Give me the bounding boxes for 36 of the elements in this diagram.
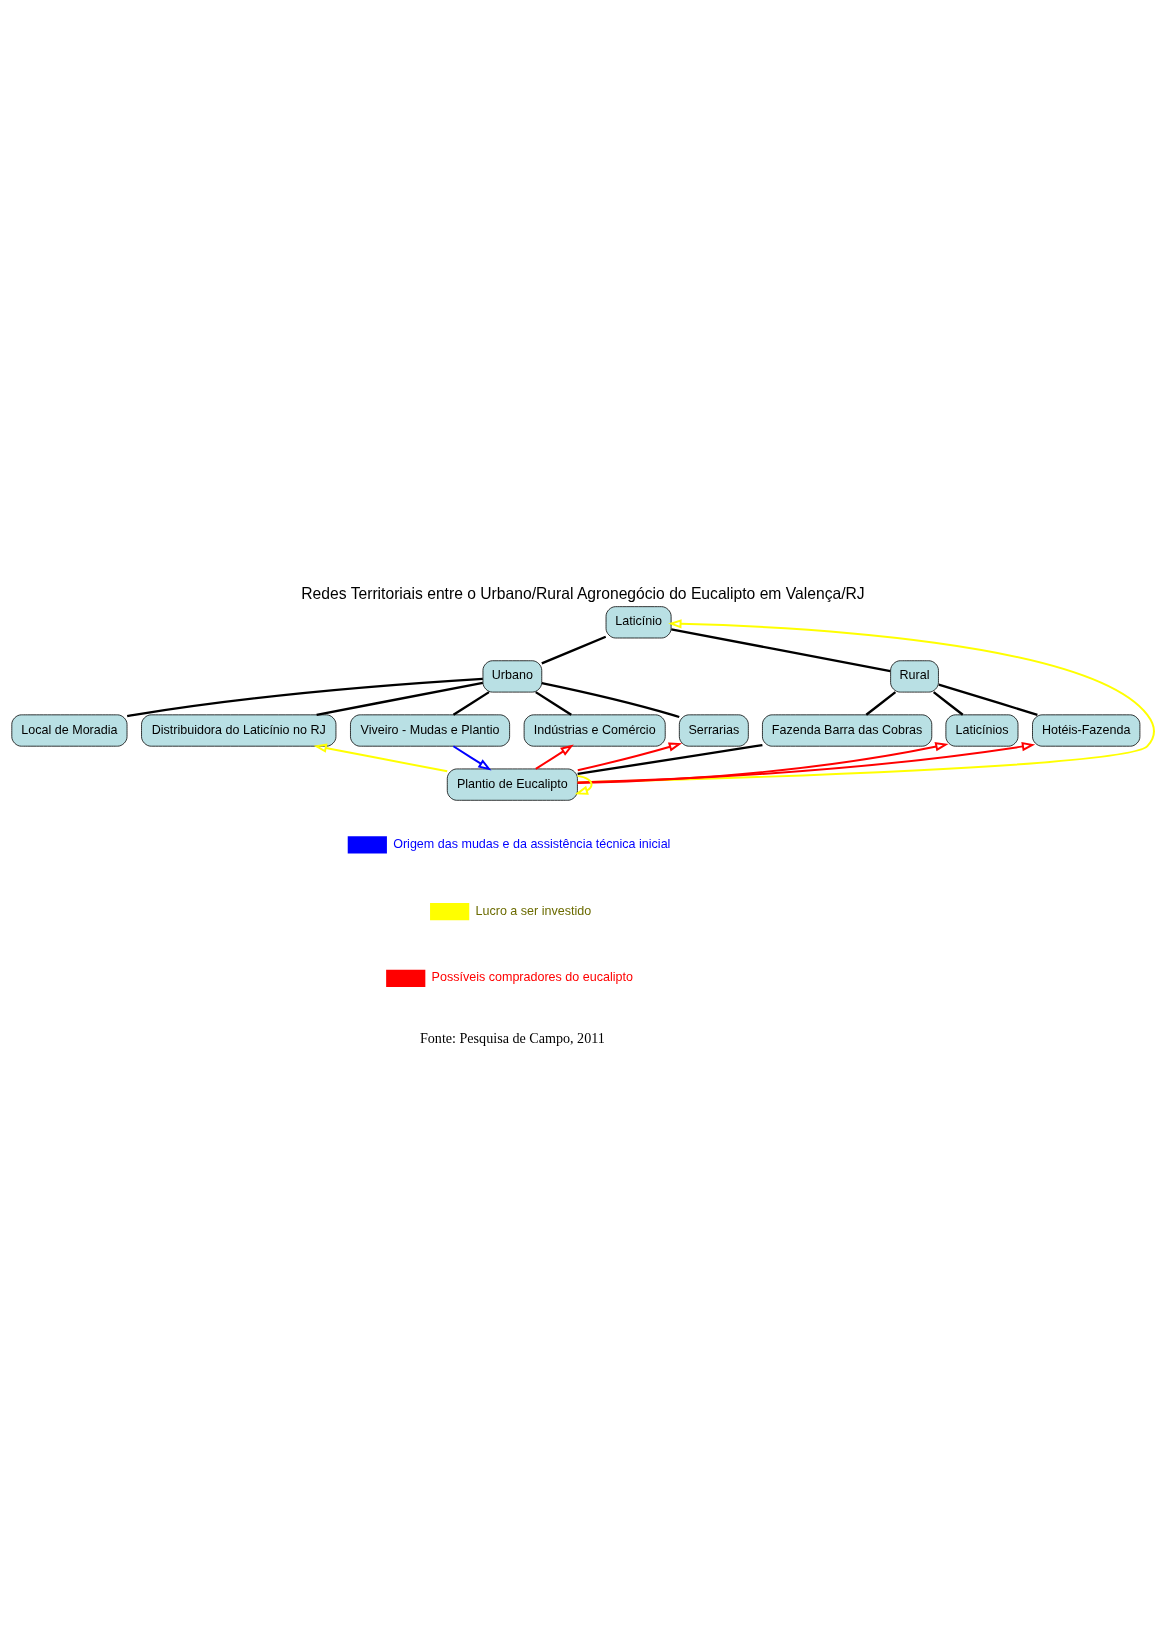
arrow (576, 742, 683, 772)
arrow (576, 741, 1036, 784)
node-box: Laticínio (605, 606, 672, 639)
legend-label: Lucro a ser investido (475, 903, 592, 918)
connector (932, 691, 964, 716)
legend-label: Origem das mudas e da assistência técnica inicial (393, 836, 671, 851)
legend-label: Possíveis compradores do eucalipto (431, 970, 633, 985)
connector (541, 635, 607, 665)
connector (316, 681, 484, 716)
connector (865, 691, 897, 716)
node-box: Hotéis-Fazenda (1032, 714, 1141, 747)
node-box: Local de Moradia (11, 714, 128, 747)
node-box: Urbano (482, 660, 543, 693)
diagram-title: Redes Territoriais entre o Urbano/Rural Agronegócio do Eucalipto em Valença/RJ (301, 584, 865, 602)
node-box: Fazenda Barra das Cobras (762, 714, 933, 747)
node-box: Serrarias (678, 714, 749, 747)
caption: Fonte: Pesquisa de Campo, 2011 (419, 1029, 605, 1046)
node-box: Plantio de Eucalipto (446, 768, 578, 801)
connector (126, 677, 483, 718)
node-box: Viveiro - Mudas e Plantio (350, 714, 510, 747)
arrow (313, 743, 449, 773)
connector (535, 691, 572, 716)
arrow (534, 744, 574, 770)
connector (577, 743, 763, 776)
connector (452, 691, 490, 716)
node-box: Indústrias e Comércio (523, 714, 666, 747)
arrow (576, 619, 1156, 784)
connector (938, 683, 1038, 716)
arrow (576, 742, 949, 784)
connector (541, 681, 680, 719)
node-box: Distribuidora do Laticínio no RJ (141, 714, 337, 747)
arrow (452, 745, 492, 771)
node-box: Laticínios (945, 714, 1019, 747)
connector (671, 628, 891, 673)
arrow (574, 774, 593, 795)
node-box: Rural (890, 660, 939, 693)
